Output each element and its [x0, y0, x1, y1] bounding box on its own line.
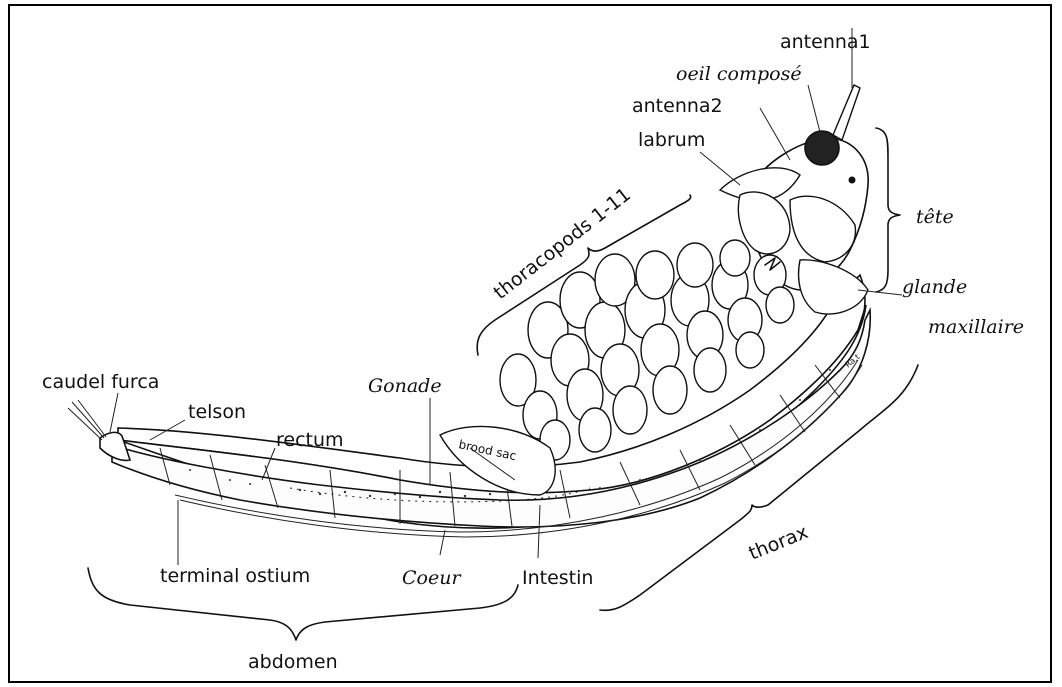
label-rectum: rectum	[276, 429, 344, 451]
label-labrum: labrum	[638, 129, 705, 151]
tete-brace	[876, 128, 900, 292]
label-tete: tête	[916, 206, 954, 228]
label-coeur: Coeur	[402, 567, 462, 589]
label-caudal-furca: caudel furca	[42, 371, 159, 393]
label-antenna1: antenna1	[780, 31, 871, 53]
label-maxillaire: maxillaire	[928, 316, 1024, 338]
label-telson: telson	[188, 401, 246, 423]
label-intestin: Intestin	[522, 567, 593, 589]
label-oeil-compose: oeil composé	[676, 63, 802, 85]
naupliar-eye-icon	[849, 177, 856, 184]
label-thorax: thorax	[746, 521, 812, 565]
label-glande: glande	[902, 276, 967, 298]
label-gonade: Gonade	[368, 375, 442, 397]
caudal-furca-bristles	[68, 400, 106, 440]
label-antenna2: antenna2	[632, 95, 723, 117]
label-abdomen: abdomen	[248, 651, 338, 673]
labels: antenna1 oeil composé antenna2 labrum tê…	[42, 31, 1024, 673]
antenna1-shape	[833, 85, 860, 140]
label-terminal-ostium: terminal ostium	[160, 565, 310, 587]
